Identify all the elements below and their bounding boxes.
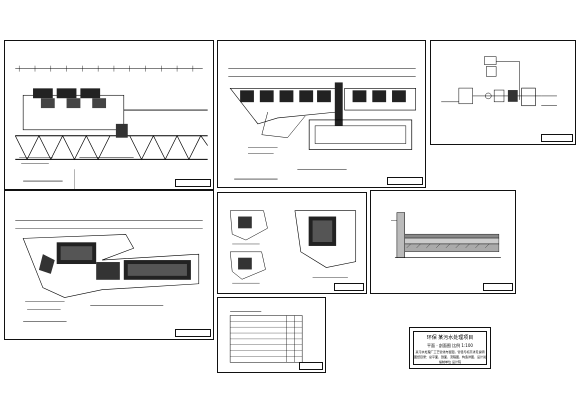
section-detail — [391, 212, 501, 258]
cover-line-1: 某污水处理厂工艺管线布置图，管径与标高详见说明 — [415, 350, 485, 354]
cover-title: 环保 某污水处理项目 — [426, 335, 474, 341]
cover-title-block: 环保 某污水处理项目 平面 · 剖面图 比例 1:100 某污水处理厂工艺管线布… — [409, 327, 491, 369]
detail-plans — [229, 210, 357, 284]
title-block — [334, 283, 364, 291]
title-block — [483, 283, 513, 291]
cover-inner-frame: 环保 某污水处理项目 平面 · 剖面图 比例 1:100 某污水处理厂工艺管线布… — [413, 331, 487, 365]
drawing-sheet-site-plan — [4, 190, 214, 340]
cover-line-3: 编制单位 设计院 — [439, 360, 461, 364]
site-plan-drawing — [15, 220, 203, 322]
title-block — [387, 177, 423, 185]
drawing-sheet-flow — [430, 40, 576, 145]
plan-drawing — [228, 68, 417, 180]
title-block — [541, 134, 573, 142]
cover-subtitle: 平面 · 剖面图 比例 1:100 — [427, 343, 473, 348]
title-block — [175, 329, 211, 337]
drawing-sheet-details — [217, 192, 367, 294]
title-block — [175, 179, 211, 187]
drawing-sheet-plan — [217, 40, 426, 188]
flow-schematic — [441, 56, 557, 107]
drawing-sheet-section — [370, 190, 516, 294]
drawing-sheet-notes — [217, 297, 326, 373]
elevation-drawing — [14, 65, 208, 189]
cover-line-2: 图纸目录：总平面、剖面、流程图、构造详图、设计说明 — [414, 355, 486, 359]
notes-table — [229, 311, 303, 363]
title-block — [299, 362, 323, 370]
drawing-sheet-elevation — [4, 40, 214, 190]
